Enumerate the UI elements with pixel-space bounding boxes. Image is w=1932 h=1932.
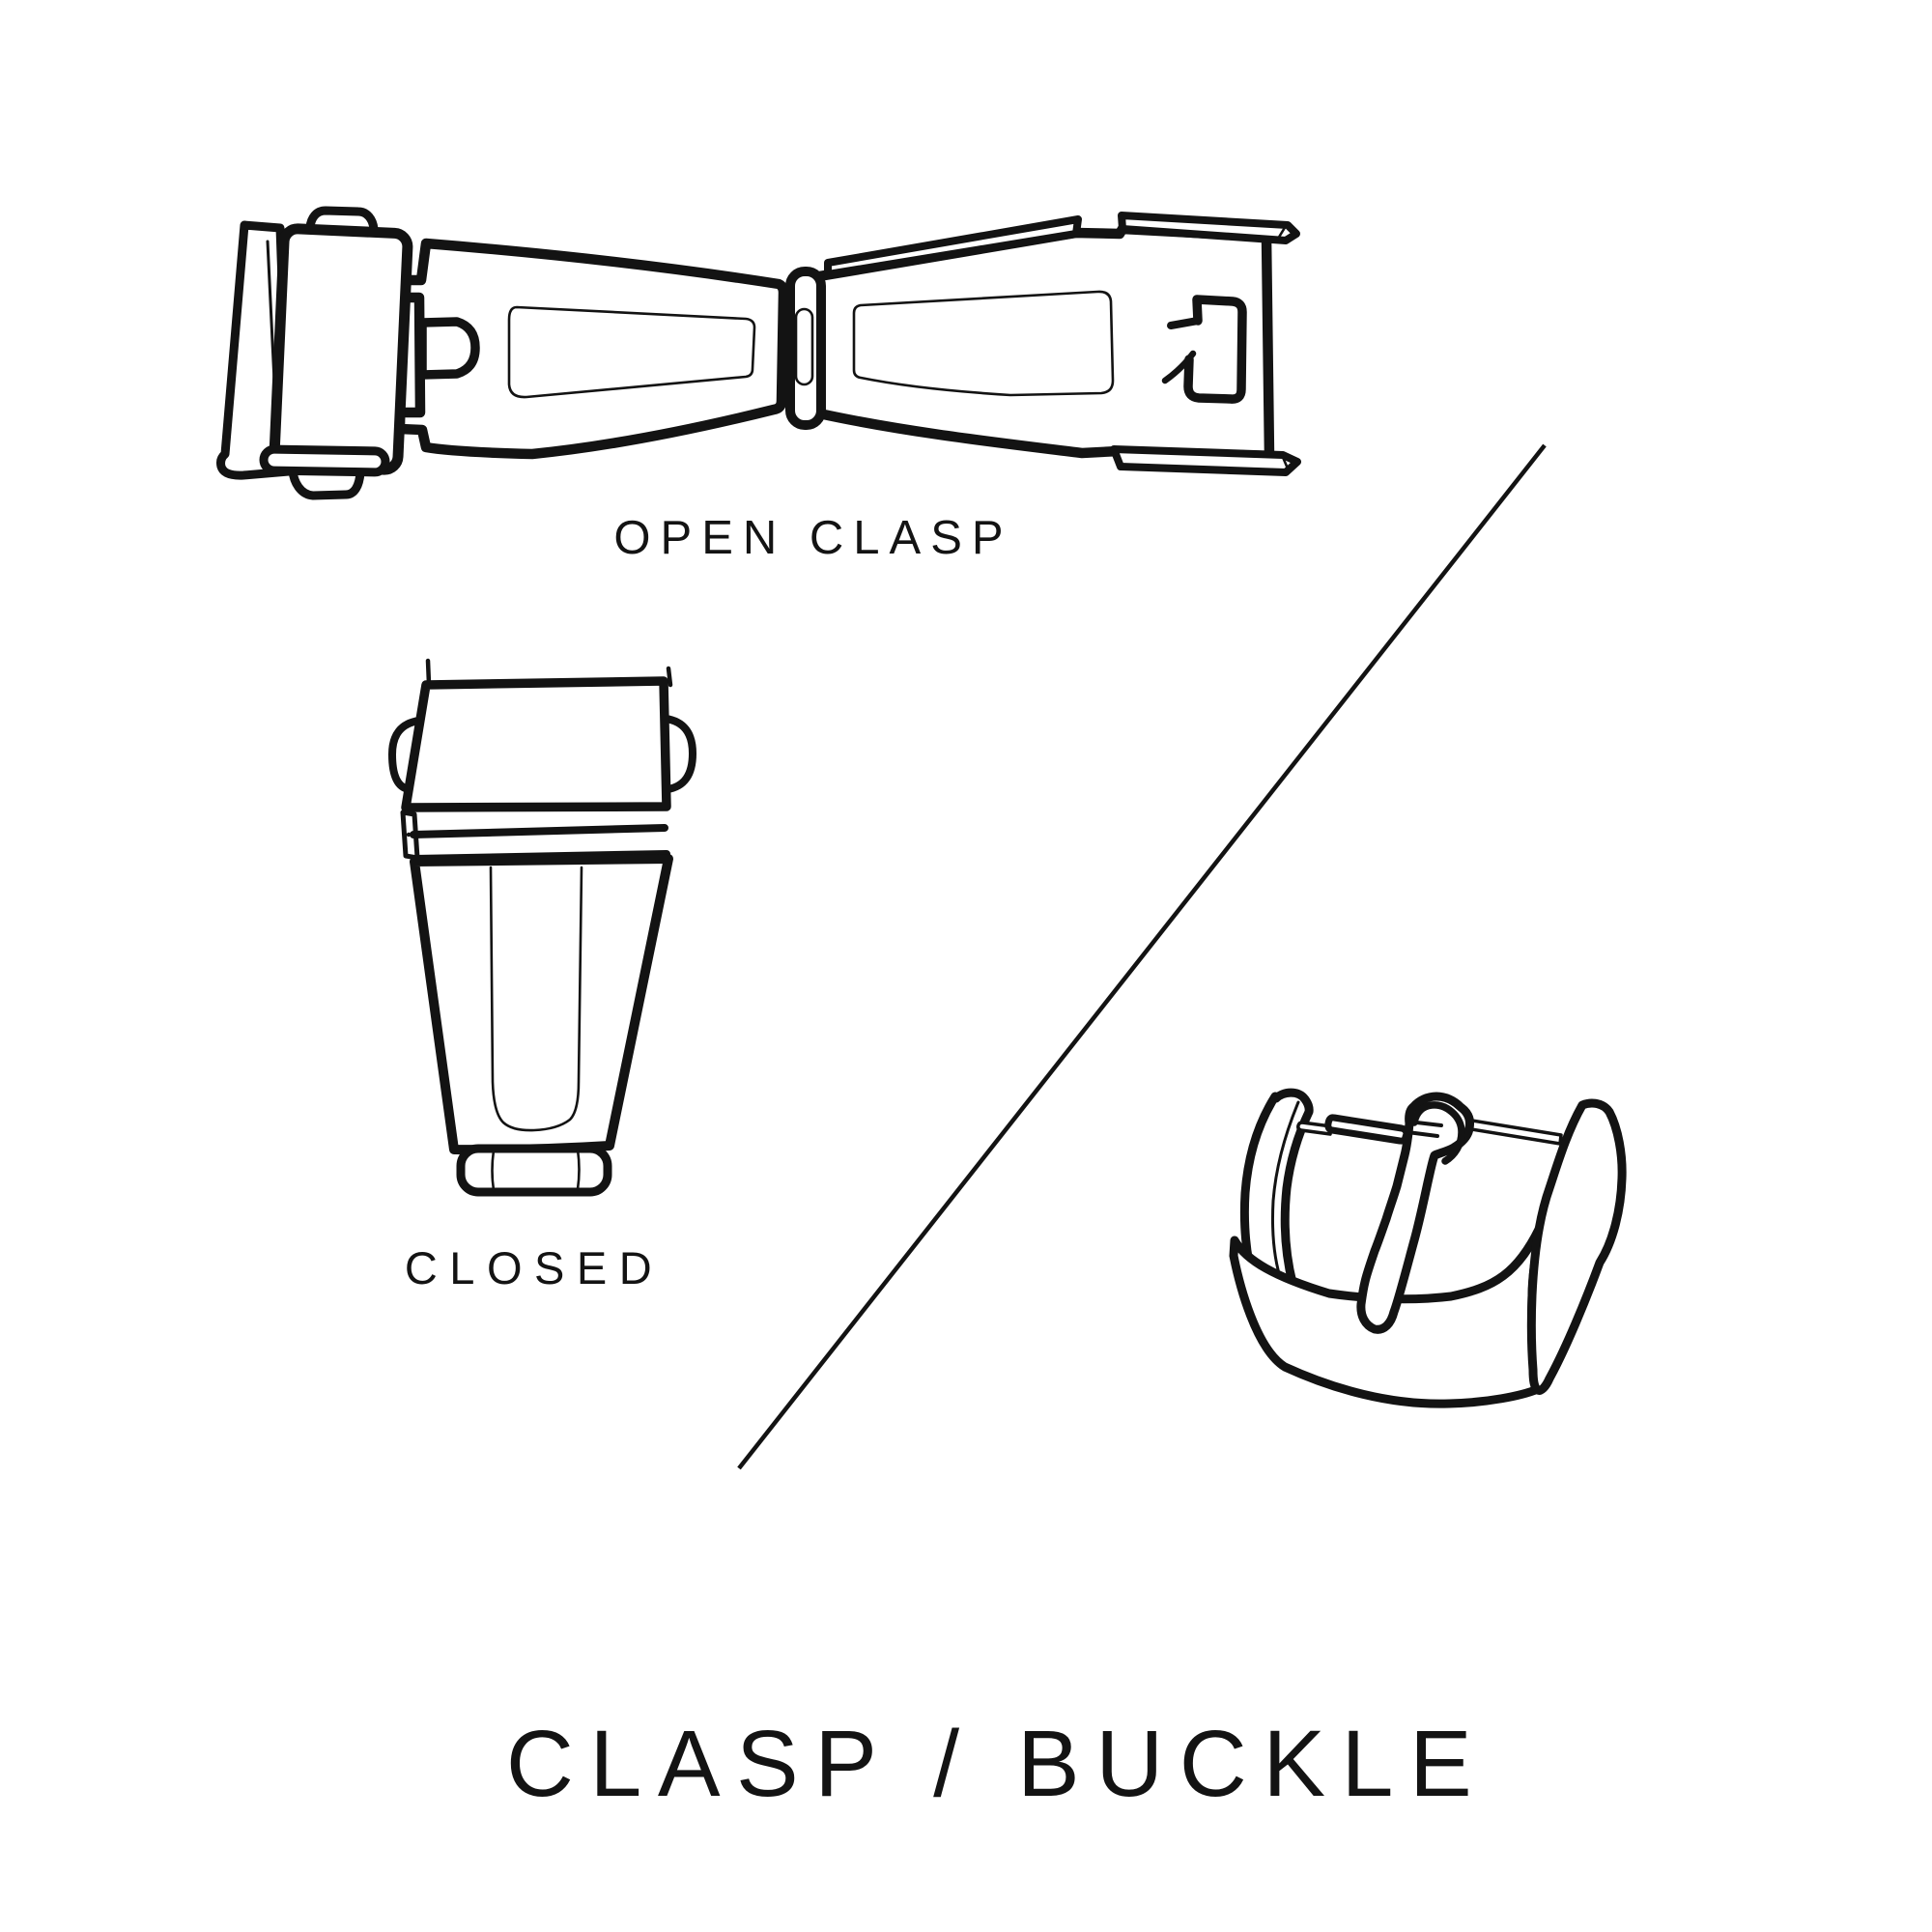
svg-text:CLOSED: CLOSED [405,1242,664,1293]
svg-text:OPEN CLASP: OPEN CLASP [613,512,1012,564]
svg-text:CLASP / BUCKLE: CLASP / BUCKLE [506,1711,1488,1816]
